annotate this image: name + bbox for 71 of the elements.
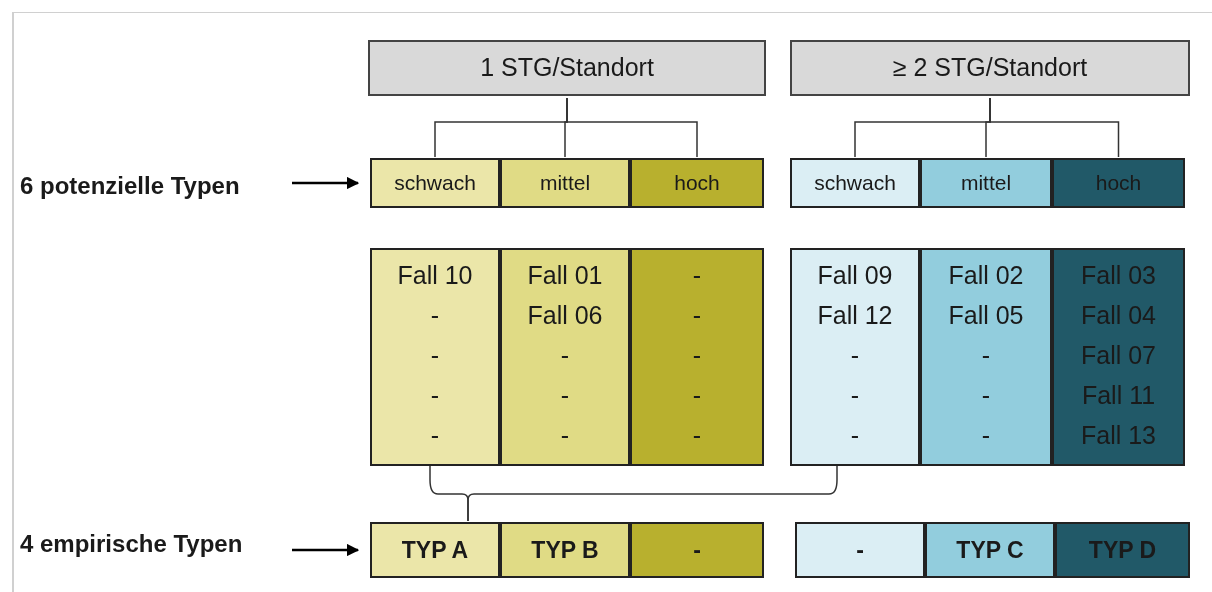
level-box <box>500 158 630 208</box>
box-label: hoch <box>674 170 720 197</box>
case-entry: Fall 10 <box>397 260 473 291</box>
type-box <box>795 522 925 578</box>
box-label: schwach <box>814 170 896 197</box>
case-column <box>1052 248 1185 466</box>
level-box <box>790 158 920 208</box>
level-box <box>630 158 764 208</box>
case-entry: Fall 01 <box>527 260 603 291</box>
level-box <box>1052 158 1185 208</box>
connector-line <box>467 465 838 522</box>
case-entry: - <box>850 340 860 371</box>
case-entry: - <box>692 380 702 411</box>
case-entry: - <box>560 420 570 451</box>
type-box <box>925 522 1055 578</box>
box-label: mittel <box>960 170 1012 197</box>
case-entry: Fall 09 <box>817 260 893 291</box>
case-column <box>790 248 920 466</box>
type-box <box>1055 522 1190 578</box>
box-label: hoch <box>1095 170 1142 197</box>
box-label: - <box>856 535 864 565</box>
box-label: schwach <box>394 170 476 197</box>
type-box <box>630 522 764 578</box>
case-entry: Fall 04 <box>1080 300 1156 331</box>
case-entry: - <box>850 420 860 451</box>
case-entry: - <box>692 260 702 291</box>
box-label: TYP B <box>531 535 599 565</box>
level-box <box>920 158 1052 208</box>
case-entry: Fall 03 <box>1080 260 1156 291</box>
box-label: ≥ 2 STG/Standort <box>892 52 1088 84</box>
box-label: TYP A <box>401 535 469 565</box>
case-entry: - <box>430 340 440 371</box>
case-entry: Fall 02 <box>948 260 1024 291</box>
case-entry: - <box>692 420 702 451</box>
case-entry: Fall 05 <box>948 300 1024 331</box>
case-entry: - <box>560 340 570 371</box>
case-entry: - <box>981 380 991 411</box>
category-box <box>790 40 1190 96</box>
case-entry: - <box>430 300 440 331</box>
box-label: 1 STG/Standort <box>480 52 654 84</box>
case-entry: - <box>850 380 860 411</box>
arrow <box>292 543 360 557</box>
case-entry: - <box>430 420 440 451</box>
level-box <box>370 158 500 208</box>
case-entry: - <box>692 300 702 331</box>
box-label: TYP D <box>1088 535 1157 565</box>
arrow <box>292 176 360 190</box>
case-entry: Fall 13 <box>1080 420 1156 451</box>
case-column <box>630 248 764 466</box>
box-label: TYP C <box>956 535 1024 565</box>
case-entry: Fall 06 <box>527 300 603 331</box>
case-entry: - <box>692 340 702 371</box>
case-entry: Fall 07 <box>1080 340 1156 371</box>
box-label: 6 potenzielle Typen <box>20 171 240 201</box>
connector-line <box>989 97 1120 158</box>
case-column <box>370 248 500 466</box>
case-entry: - <box>981 340 991 371</box>
connector-line <box>566 97 698 158</box>
box-label: 4 empirische Typen <box>20 529 243 559</box>
box-label: - <box>693 535 701 565</box>
case-entry: Fall 12 <box>817 300 893 331</box>
category-box <box>368 40 766 96</box>
case-entry: - <box>981 420 991 451</box>
box-label: mittel <box>539 170 591 197</box>
type-box <box>500 522 630 578</box>
case-entry: Fall 11 <box>1081 380 1156 411</box>
case-column <box>920 248 1052 466</box>
case-entry: - <box>560 380 570 411</box>
type-box <box>370 522 500 578</box>
case-entry: - <box>430 380 440 411</box>
case-column <box>500 248 630 466</box>
